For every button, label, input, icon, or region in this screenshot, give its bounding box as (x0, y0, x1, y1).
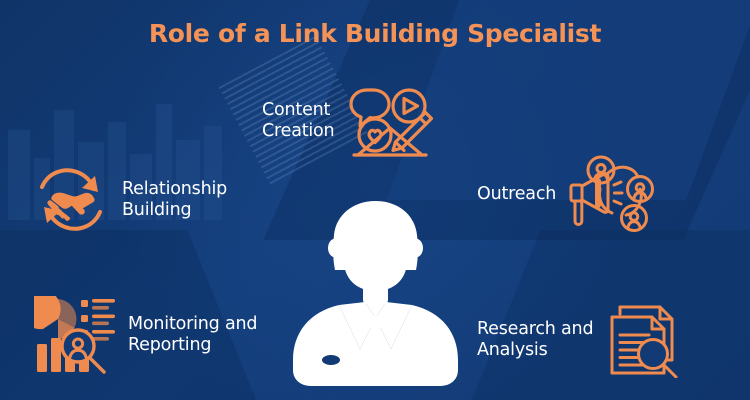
megaphone-network-icon (569, 155, 655, 232)
item-outreach-label: Outreach (477, 183, 557, 204)
item-relationship-building[interactable]: Relationship Building (32, 164, 227, 236)
item-relationship-building-label: Relationship Building (122, 179, 228, 220)
item-content-creation[interactable]: Content Creation (262, 85, 434, 157)
handshake-cycle-icon (40, 168, 102, 231)
businessman-silhouette-icon (293, 201, 458, 386)
content-creation-icon (349, 88, 434, 157)
item-research-analysis[interactable]: Research and Analysis (477, 302, 681, 378)
page-title: Role of a Link Building Specialist (148, 19, 602, 48)
documents-magnifier-icon (610, 305, 678, 378)
item-monitoring-reporting-label: Monitoring and Reporting (128, 314, 258, 355)
item-content-creation-label: Content Creation (262, 100, 335, 141)
charts-magnifier-icon (34, 296, 115, 374)
item-monitoring-reporting[interactable]: Monitoring and Reporting (34, 296, 257, 374)
item-outreach[interactable]: Outreach (477, 155, 655, 233)
background-cityscape-icon (8, 104, 222, 220)
item-research-analysis-label: Research and Analysis (477, 319, 594, 360)
